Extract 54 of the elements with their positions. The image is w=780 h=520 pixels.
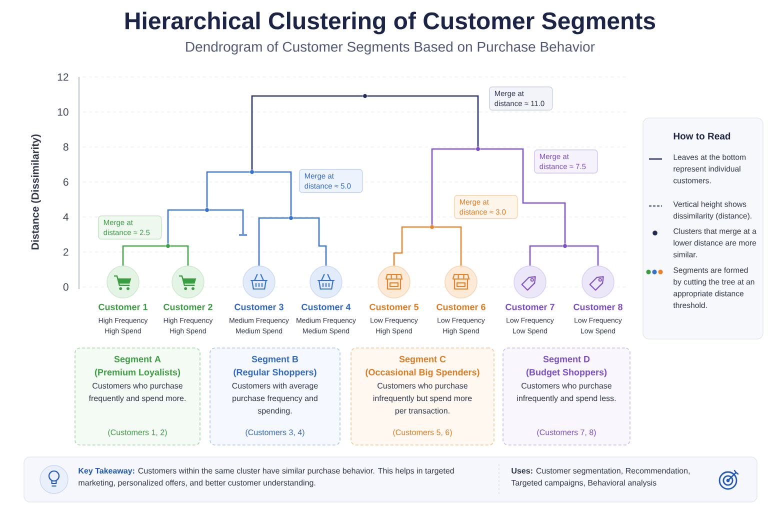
subtitle: Dendrogram of Customer Segments Based on Purchase Behavior (186, 41, 595, 55)
customer-name: Customer 2 (164, 304, 212, 310)
customer-list: (Customers 3, 4) (246, 429, 304, 437)
customer-name: Customer 1 (98, 304, 148, 310)
customer-name: Customer 3 (234, 304, 284, 310)
segment-subtitle: (Regular Shoppers) (234, 368, 316, 378)
customer-name: Customer 5 (370, 304, 418, 310)
segment-title: Segment C (399, 356, 446, 364)
segment-description: Customers who purchase infrequently but spend more per transaction. (373, 382, 472, 416)
tree-branch (258, 217, 289, 266)
segment-title: Segment A (114, 356, 161, 364)
customer-list: (Customers 5, 6) (393, 429, 452, 437)
segment-title: Segment B (252, 356, 298, 364)
tree-branch (170, 245, 189, 266)
customer-list: (Customers 1, 2) (108, 429, 167, 437)
tree-branch (167, 209, 205, 244)
customer-name: Customer 7 (506, 304, 554, 310)
segment-description: Customers who purchase frequently and spend more. (88, 382, 186, 403)
tree-branch (293, 217, 327, 266)
end-tick (239, 234, 247, 236)
customer-name: Customer 6 (436, 304, 486, 310)
tree-branch (367, 95, 479, 147)
segment-description: Customers with average purchase frequency and spending. (232, 382, 318, 416)
tree-branch (431, 148, 476, 225)
tree-branch (434, 226, 462, 266)
customer-name: Customer 4 (302, 304, 351, 310)
tree-branch (206, 171, 250, 208)
tree-branch (251, 95, 363, 170)
segment-subtitle: (Occasional Big Spenders) (366, 368, 480, 378)
axis-tick-label: 6 (64, 178, 68, 186)
tree-branch (254, 171, 292, 216)
tree-branch (567, 245, 599, 266)
tree-branch (122, 245, 166, 266)
axis-tick-label: 2 (64, 248, 68, 256)
tree-branch (529, 245, 563, 266)
axis-tick-label: 4 (63, 213, 68, 221)
axis-tick-label: 8 (63, 143, 68, 151)
takeaway-text: Key Takeaway: Customers within the same cluster have similar purchase behavior. This helps in targeted marketing, personalized offers, and better customer understanding. (78, 468, 454, 488)
segment-description: Customers who purchase infrequently and spend less. (517, 382, 616, 403)
axis-tick-label: 10 (58, 108, 68, 116)
customer-list: (Customers 7, 8) (537, 429, 596, 437)
uses-text: Uses: Customer segmentation, Recommendation, Targeted campaigns, Behavioral analysis (511, 468, 690, 488)
tree-branch (209, 209, 244, 234)
axis-tick-label: 0 (63, 283, 68, 291)
tree-branch (480, 148, 566, 244)
axis-title: Distance (Dissimilarity) (31, 134, 41, 250)
segment-subtitle: (Premium Loyalists) (94, 368, 180, 378)
customer-name: Customer 8 (574, 304, 622, 310)
axis-tick-label: 12 (58, 73, 68, 81)
tree-branch (393, 226, 430, 266)
segment-title: Segment D (543, 356, 590, 364)
title: Hierarchical Clustering of Customer Segments (126, 12, 656, 34)
legend-heading: How to Read (674, 132, 730, 140)
segment-subtitle: (Budget Shoppers) (526, 368, 607, 378)
